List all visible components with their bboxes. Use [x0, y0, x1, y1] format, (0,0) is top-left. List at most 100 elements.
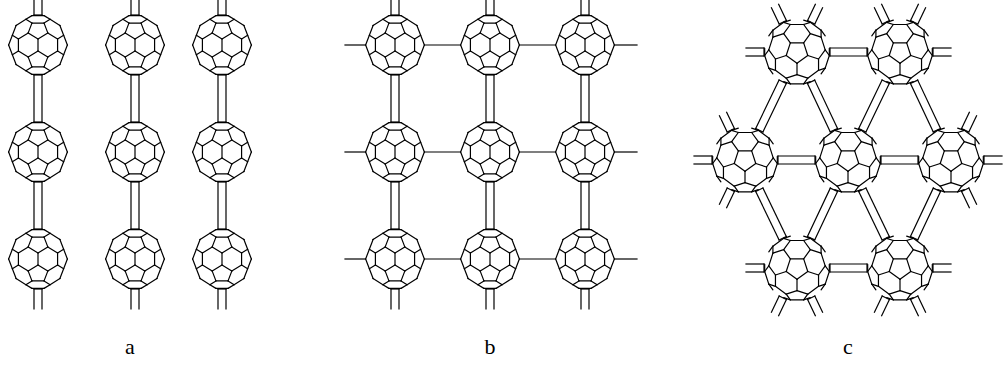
carbon-bond	[366, 45, 370, 55]
carbon-bond	[44, 23, 48, 33]
carbon-bond	[478, 281, 484, 285]
carbon-bond	[893, 24, 906, 25]
carbon-bond	[975, 145, 979, 158]
fullerene-molecule	[868, 20, 933, 84]
carbon-bond	[234, 233, 244, 239]
carbon-bond	[58, 35, 64, 39]
carbon-bond	[579, 129, 591, 130]
intermolecular-bond	[807, 84, 830, 132]
carbon-bond	[484, 288, 496, 289]
intermolecular-bond	[391, 228, 399, 229]
carbon-bond	[769, 284, 776, 286]
carbon-bond	[786, 78, 790, 84]
carbon-bond	[134, 146, 135, 158]
carbon-bond	[141, 174, 147, 178]
carbon-bond	[804, 78, 808, 84]
intermolecular-bond	[882, 296, 889, 299]
carbon-bond	[37, 39, 38, 51]
carbon-bond	[765, 272, 769, 285]
carbon-bond	[28, 51, 38, 57]
intermolecular-bond	[874, 296, 882, 312]
carbon-bond	[752, 151, 756, 164]
carbon-bond	[464, 25, 468, 35]
carbon-bond	[510, 142, 516, 146]
carbon-bond	[790, 42, 803, 43]
carbon-bond	[797, 56, 808, 64]
carbon-bond	[38, 265, 48, 271]
carbon-bond	[927, 130, 938, 138]
carbon-bond	[889, 291, 900, 295]
carbon-bond	[876, 34, 887, 38]
carbon-bond	[565, 265, 575, 271]
carbon-bond	[816, 158, 820, 164]
carbon-bond	[125, 33, 135, 39]
carbon-bond	[385, 140, 395, 146]
carbon-bond	[196, 162, 200, 172]
carbon-bond	[129, 280, 141, 281]
intermolecular-bond	[830, 47, 867, 48]
carbon-bond	[868, 266, 872, 272]
carbon-bond	[44, 285, 50, 289]
intermolecular-bond	[486, 228, 494, 229]
carbon-bond	[26, 19, 32, 23]
carbon-bond	[878, 275, 879, 286]
intermolecular-bond	[719, 116, 727, 132]
intermolecular-bond	[225, 0, 226, 15]
carbon-bond	[607, 55, 611, 65]
carbon-bond	[242, 35, 248, 39]
carbon-bond	[38, 140, 48, 146]
carbon-bond	[732, 142, 739, 151]
intermolecular-bond	[33, 182, 34, 229]
intermolecular-bond	[33, 0, 34, 15]
carbon-bond	[366, 249, 370, 259]
carbon-bond	[28, 247, 38, 253]
carbon-bond	[145, 140, 155, 146]
carbon-bond	[478, 233, 484, 237]
carbon-bond	[125, 265, 135, 271]
carbon-bond	[141, 126, 147, 130]
carbon-bond	[500, 33, 510, 39]
carbon-bond	[835, 142, 842, 151]
carbon-bond	[57, 39, 58, 51]
carbon-bond	[929, 164, 940, 168]
carbon-bond	[228, 178, 234, 182]
carbon-bond	[202, 146, 203, 158]
carbon-bond	[147, 126, 157, 132]
carbon-bond	[480, 57, 484, 67]
carbon-bond	[28, 130, 32, 140]
carbon-bond	[383, 281, 389, 285]
carbon-bond	[870, 176, 877, 178]
carbon-bond	[228, 281, 234, 285]
carbon-bond	[496, 126, 502, 130]
carbon-bond	[38, 33, 48, 39]
carbon-bond	[958, 151, 962, 164]
carbon-bond	[717, 138, 721, 144]
carbon-bond	[161, 152, 165, 162]
carbon-bond	[141, 164, 145, 174]
intermolecular-bond	[345, 44, 365, 45]
carbon-bond	[415, 35, 421, 39]
carbon-bond	[369, 35, 375, 39]
carbon-bond	[58, 265, 64, 269]
carbon-bond	[385, 158, 395, 164]
carbon-bond	[575, 33, 585, 39]
carbon-bond	[414, 253, 415, 265]
carbon-bond	[470, 265, 480, 271]
carbon-bond	[26, 123, 32, 127]
carbon-bond	[484, 173, 496, 174]
carbon-bond	[123, 233, 129, 237]
carbon-bond	[819, 68, 826, 70]
carbon-bond	[385, 164, 389, 174]
carbon-bond	[421, 45, 425, 55]
intermolecular-bond	[830, 271, 867, 272]
carbon-bond	[113, 19, 123, 25]
carbon-bond	[579, 74, 591, 75]
intermolecular-bond	[391, 181, 399, 182]
carbon-bond	[496, 23, 500, 33]
carbon-bond	[563, 279, 573, 285]
intermolecular-bond	[911, 4, 919, 20]
carbon-bond	[241, 146, 242, 158]
intermolecular-bond	[131, 14, 139, 15]
intermolecular-bond	[398, 182, 399, 229]
intermolecular-bond	[815, 8, 823, 24]
